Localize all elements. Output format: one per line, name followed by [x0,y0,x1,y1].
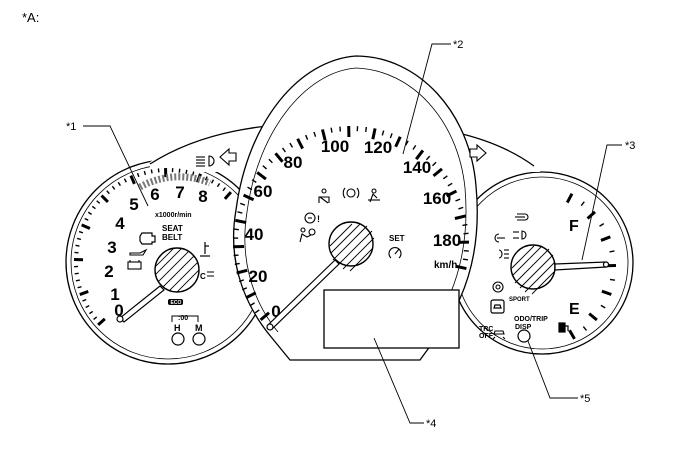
speedometer-tick [234,229,239,230]
tachometer-unit: x1000r/min [155,212,192,219]
seatbelt-label-1: SEAT [162,224,183,233]
eco-badge-label: ECO [171,300,182,306]
fuel-full-label: F [569,218,579,235]
speedometer-number: 100 [321,137,349,156]
multi-information-display [324,290,459,348]
tachometer-tick [76,280,80,281]
odo-trip-label-1: ODO/TRIP [514,316,548,323]
fuel-empty-label: E [569,301,580,318]
speedometer-tick [331,128,332,133]
tachometer-tick [179,169,180,173]
callout-2: *2 [453,39,463,51]
clock-button-m-label: M [195,323,203,333]
callout-1: *1 [66,121,76,133]
tachometer-number: 8 [198,187,207,206]
speedometer-number: 120 [364,138,392,157]
trc-off-label-1: TRC [479,326,493,333]
tachometer-number: 3 [107,238,116,257]
figure-label: *A: [22,10,39,25]
speedometer-number: 180 [433,231,461,250]
speedometer-number: 20 [249,267,268,286]
tachometer-number: 4 [115,214,125,233]
speedometer-unit: km/h [434,260,457,271]
svg-text:C: C [200,272,206,281]
speedometer-tick [463,259,468,260]
tachometer-tick [75,273,79,274]
tachometer-tick [144,171,145,175]
speedometer-tick [462,225,467,226]
speedometer-number: 140 [403,158,431,177]
tachometer-tick [75,245,79,246]
speedometer-number: 160 [423,189,451,208]
cruise-set-label: SET [389,234,405,243]
tachometer-number: 5 [129,195,138,214]
speedometer-tick [235,263,240,264]
tachometer-hub [155,248,199,292]
callout-4: *4 [426,418,436,430]
fuel-tick [610,279,615,280]
speedometer-number: 60 [254,182,273,201]
clock-button-h-label: H [174,323,181,333]
speedometer-number: 40 [245,225,264,244]
seatbelt-label-2: BELT [162,233,182,242]
tachometer-number: 7 [175,183,184,202]
callout-3: *3 [625,140,635,152]
clock-button-m[interactable] [193,333,205,345]
tachometer-tick [186,170,187,174]
clock-text: :00 [178,315,188,322]
clock-button-h[interactable] [172,333,184,345]
speedometer-number: 80 [284,153,303,172]
odo-trip-button[interactable] [518,330,530,342]
sport-label: SPORT [509,297,530,303]
tachometer-tick [151,169,152,173]
speedometer-tick [366,127,367,132]
callout-5: *5 [580,393,590,405]
fuel-gauge-hub [511,245,555,289]
svg-text:!: ! [317,214,320,224]
fuel-tick [610,251,615,252]
tachometer-tick [77,238,81,239]
trc-off-label-2: OFF [479,333,494,340]
speedometer-hub [329,222,373,266]
tachometer-number: 1 [110,285,119,304]
tachometer-number: 6 [150,185,159,204]
tachometer-number: 2 [104,262,113,281]
